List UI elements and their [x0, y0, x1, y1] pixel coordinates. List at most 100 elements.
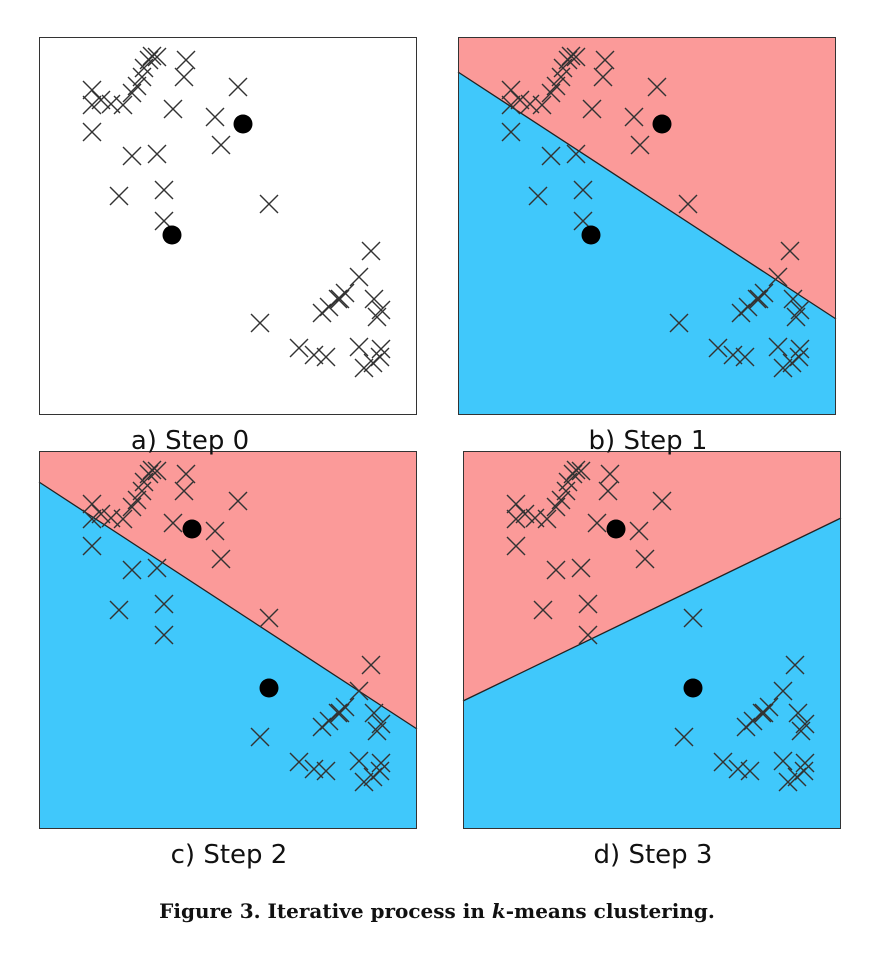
x-mark-icon [571, 461, 591, 481]
x-mark-icon [319, 297, 339, 317]
x-mark-icon [174, 67, 194, 87]
x-mark-icon [205, 107, 225, 127]
x-mark-icon [289, 338, 309, 358]
centroid-marker [182, 519, 202, 539]
x-mark-icon [312, 303, 332, 323]
x-mark-icon [330, 289, 350, 309]
x-mark-icon [289, 752, 309, 772]
caption-suffix: -means clustering. [505, 899, 715, 923]
x-mark-icon [147, 47, 167, 67]
caption-prefix: Figure 3. Iterative process in [159, 899, 492, 923]
x-mark-icon [593, 67, 613, 87]
x-mark-icon [316, 347, 336, 367]
cluster-region-a [39, 451, 417, 729]
x-mark-icon [304, 345, 324, 365]
panel-label-step-2: c) Step 2 [170, 840, 288, 870]
centroid-marker [652, 114, 672, 134]
x-mark-icon [558, 472, 578, 492]
x-mark-icon [134, 472, 154, 492]
centroid-marker [581, 225, 601, 245]
x-mark-icon [316, 761, 336, 781]
panel-step-2 [38, 451, 418, 829]
x-mark-icon [349, 267, 369, 287]
x-mark-icon [749, 289, 769, 309]
centroid-marker [162, 225, 182, 245]
x-mark-icon [551, 490, 571, 510]
figure-caption: Figure 3. Iterative process in k-means c… [0, 898, 874, 924]
x-mark-icon [743, 711, 763, 731]
x-mark-icon [154, 594, 174, 614]
x-mark-icon [132, 481, 152, 501]
panel-border [458, 37, 836, 415]
x-mark-icon [113, 95, 133, 115]
x-mark-icon [147, 558, 167, 578]
x-mark-icon [122, 146, 142, 166]
x-mark-icon [163, 99, 183, 119]
x-mark-icon [139, 464, 159, 484]
x-mark-icon [786, 307, 806, 327]
x-mark-icon [578, 625, 598, 645]
x-mark-icon [778, 772, 798, 792]
x-mark-icon [361, 655, 381, 675]
x-mark-icon [537, 509, 557, 529]
x-mark-icon [174, 481, 194, 501]
x-mark-icon [598, 481, 618, 501]
x-mark-icon [510, 90, 530, 110]
x-mark-icon [532, 95, 552, 115]
x-mark-icon [91, 504, 111, 524]
x-mark-icon [740, 761, 760, 781]
x-mark-icon [354, 772, 374, 792]
centroid-marker [259, 678, 279, 698]
x-mark-icon [647, 77, 667, 97]
x-mark-icon [501, 122, 521, 142]
x-mark-icon [573, 180, 593, 200]
x-mark-icon [101, 508, 121, 528]
x-mark-icon [109, 600, 129, 620]
x-mark-icon [546, 76, 566, 96]
x-mark-icon [520, 94, 540, 114]
x-mark-icon [541, 146, 561, 166]
x-mark-icon [228, 77, 248, 97]
x-mark-icon [211, 135, 231, 155]
x-mark-icon [566, 460, 586, 480]
x-mark-icon [563, 464, 583, 484]
x-mark-icon [652, 491, 672, 511]
x-mark-icon [147, 144, 167, 164]
x-mark-icon [259, 608, 279, 628]
x-mark-icon [789, 347, 809, 367]
x-mark-icon [600, 464, 620, 484]
x-mark-icon [501, 80, 521, 100]
x-mark-icon [361, 241, 381, 261]
x-mark-icon [736, 717, 756, 737]
x-mark-icon [787, 767, 807, 787]
x-mark-icon [566, 47, 586, 67]
x-mark-icon [587, 513, 607, 533]
x-mark-icon [578, 594, 598, 614]
x-mark-icon [349, 751, 369, 771]
x-mark-icon [370, 761, 390, 781]
x-mark-icon [154, 625, 174, 645]
x-mark-icon [546, 560, 566, 580]
panel-border [39, 37, 417, 415]
x-mark-icon [506, 494, 526, 514]
caption-k: k [491, 899, 506, 923]
x-mark-icon [82, 536, 102, 556]
x-mark-icon [723, 345, 743, 365]
x-mark-icon [250, 727, 270, 747]
x-mark-icon [370, 347, 390, 367]
x-mark-icon [773, 358, 793, 378]
x-mark-icon [82, 494, 102, 514]
centroid-marker [683, 678, 703, 698]
panel-label-step-0: a) Step 0 [130, 426, 250, 456]
x-mark-icon [528, 186, 548, 206]
x-mark-icon [176, 50, 196, 70]
x-mark-icon [163, 513, 183, 533]
x-mark-icon [82, 509, 102, 529]
x-mark-icon [354, 358, 374, 378]
x-mark-icon [367, 721, 387, 741]
x-mark-icon [754, 283, 774, 303]
x-mark-icon [109, 186, 129, 206]
x-mark-icon [708, 338, 728, 358]
x-mark-icon [738, 297, 758, 317]
